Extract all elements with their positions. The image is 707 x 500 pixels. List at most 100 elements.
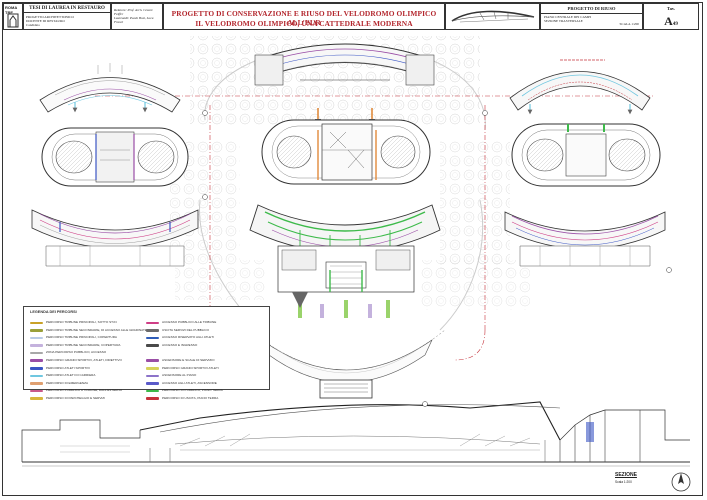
legend-swatch — [30, 336, 43, 340]
relatore-line: Relatore: Prof. Arch. Cesare Feiffer — [114, 8, 153, 16]
left-middle-oval-plan — [41, 127, 189, 187]
left-lower-arc-plan — [31, 209, 199, 267]
relatori-block: Relatore: Prof. Arch. Cesare Feiffer Lau… — [111, 3, 163, 30]
legend-box: LEGENDA DEI PERCORSI PERCORSO TRIBUNE PR… — [23, 306, 270, 401]
logo-text: ROMA TRE — [5, 5, 18, 15]
title-block: PROGETTO DI CONSERVAZIONE E RIUSO DEL VE… — [163, 3, 445, 30]
legend-label: PERCORSO ATLETI DI CARRIERA — [46, 373, 96, 378]
legend-label: PERCORSO TRIBUNE SECONDARIE, DI ACCESSO … — [46, 327, 147, 332]
legend-swatch — [30, 397, 43, 401]
legend-swatch — [30, 329, 43, 332]
legend-swatch — [146, 321, 159, 325]
legend-item: PERCORSO GRANDI SPORTIVI, ATLETI, DIRETT… — [30, 357, 147, 365]
section-title: SEZIONE — [615, 472, 637, 478]
legend-swatch — [146, 397, 159, 401]
legend-swatch — [146, 344, 159, 347]
legend-item: ACCESSO PUBBLICO ALLE TRIBUNE — [146, 319, 223, 327]
legend-swatch — [30, 389, 43, 393]
legend-swatch — [146, 389, 159, 393]
thesis-lines: PROGETTO ARCHITETTONICO DOCENTE DI RESTA… — [26, 15, 74, 27]
legend-swatch — [30, 367, 43, 370]
legend-item: ACCESSO RISERVATO AGLI ATLETI — [146, 334, 223, 342]
tavola-letter: A — [664, 14, 673, 28]
center-oval-plan — [261, 119, 431, 185]
legend-label: PERCORSO DI EMERGENZA — [46, 380, 89, 385]
left-upper-arc-plan — [39, 63, 181, 113]
right-lower-arc-plan — [504, 211, 666, 267]
sheet-number-block: Tav. A49 — [643, 3, 699, 30]
cross-section — [21, 401, 690, 467]
legend-item: PERCORSO TRIBUNE SECONDARIE, COPERTURA — [30, 342, 147, 350]
legend-label: PERCORSO GRANDI SPORTIVI, ATLETI, DIRETT… — [46, 358, 122, 363]
legend-item: ASCENSORE AL PIANO — [146, 372, 223, 380]
project-subtitle: IL VELODROMO OLIMPICO, UNA CATTEDRALE MO… — [195, 19, 413, 28]
legend-label: ACCESSO E INGRESSO — [162, 342, 198, 347]
velodrome-sketch-icon — [451, 10, 535, 23]
legend-label: PERCORSO GRANDI SPORTIVI ATLETI — [162, 365, 219, 370]
laureandi-line: Laureandi: Paolo Busi, Luca Franci — [114, 16, 154, 24]
legend-swatch — [146, 329, 159, 332]
north-arrow-icon — [671, 472, 691, 492]
legend-label: USCITA SERVIZI DEL PUBBLICO — [162, 327, 210, 332]
legend-item: PERCORSO ATLETI DI CARRIERA — [30, 372, 147, 380]
site-landscape — [170, 36, 530, 331]
subject-line: SEZIONE TRASVERSALE — [544, 19, 583, 23]
title-sketch — [445, 3, 540, 30]
sheet-subject: PROGETTO DI RIUSO PIANO CENTRALE DEI CAM… — [540, 3, 643, 30]
legend-swatch — [30, 344, 43, 347]
section-scale: Scala 1:200 — [615, 480, 632, 484]
legend-item: PERCORSO DI PUBBLICO, PIANO TERRA — [146, 387, 223, 395]
legend-swatch — [146, 336, 159, 340]
legend-item: PERCORSO GRANDI SPORTIVI ATLETI — [146, 365, 223, 373]
legend-item: USCITA SERVIZI DEL PUBBLICO — [146, 327, 223, 335]
legend-label: ASCENSORE E SCALE DI SERVIZIO — [162, 358, 215, 363]
legend-swatch — [30, 382, 43, 385]
logo-mark-icon — [7, 13, 19, 28]
university-logo: ROMA TRE — [3, 3, 23, 30]
legend-column-right: ACCESSO PUBBLICO ALLE TRIBUNE USCITA SERV… — [146, 319, 223, 403]
center-bottom-arc-plan — [249, 329, 446, 399]
legend-swatch — [146, 359, 159, 363]
subject-scale: SCALA 1:200 — [619, 22, 640, 26]
legend-label: PERCORSO TRIBUNE SECONDARIE, COPERTURA — [46, 342, 121, 347]
legend-label: ACCESSO PUBBLICO ALLE TRIBUNE — [162, 320, 217, 325]
subject-header: PROGETTO DI RIUSO — [541, 4, 642, 14]
legend-label: PERCORSO TRIBUNE PRINCIPALI, SOTTO ST.IN — [46, 320, 117, 325]
legend-item: PERCORSO DI EMERGENZA — [30, 380, 147, 388]
center-upper-arc-plan — [254, 43, 435, 126]
thesis-heading: TESI DI LAUREA IN RESTAURO — [24, 6, 110, 13]
subject-line: PIANO CENTRALE DEI CAMPI — [544, 15, 591, 19]
legend-title: LEGENDA DEI PERCORSI — [30, 310, 77, 314]
center-lower-main-plan — [249, 204, 441, 318]
drawing-frame — [2, 2, 703, 496]
right-upper-arc-plan — [509, 59, 651, 115]
legend-label: PERCORSO TRIBUNE PRINCIPALI, COPERTURA — [46, 335, 117, 340]
plan-drawing — [21, 36, 690, 467]
legend-swatch — [146, 352, 159, 355]
thesis-line: PROGETTO ARCHITETTONICO — [26, 15, 74, 19]
legend-label: ACCESSO RISERVATO AGLI ATLETI — [162, 335, 214, 340]
project-title: PROGETTO DI CONSERVAZIONE E RIUSO DEL VE… — [171, 9, 437, 27]
legend-label: PERCORSO DI PARCHEGGIO E SERVIZI — [46, 396, 106, 401]
legend-item: PERCORSO PUBBLICO A TRIBUNE, DALL'ESTERN… — [30, 387, 147, 395]
legend-label: PERCORSO DI USCITA, PIANO TERRA — [162, 396, 219, 401]
thesis-line: DOCENTE DI RESTAURO — [26, 19, 65, 23]
legend-item: ASCENSORE E SCALE DI SERVIZIO — [146, 357, 223, 365]
legend-item: PERCORSO ATLETI SPORTIVI — [30, 365, 147, 373]
legend-label: PERCORSO ATLETI SPORTIVI — [46, 365, 90, 370]
thesis-line: Candidato — [26, 23, 40, 27]
legend-item: PERCORSO TRIBUNE PRINCIPALI, SOTTO ST.IN — [30, 319, 147, 327]
tavola-label: Tav. — [666, 6, 676, 11]
legend-label: PERCORSO PUBBLICO A TRIBUNE, DALL'ESTERN… — [46, 388, 123, 393]
legend-label: ACCESSO AGLI ATLETI, ASCENSORE — [162, 380, 217, 385]
tavola-digits: 49 — [672, 22, 678, 27]
right-middle-oval-plan — [511, 123, 661, 187]
legend-item — [146, 349, 223, 357]
legend-swatch — [146, 374, 159, 378]
legend-item: PERCORSO TRIBUNE PRINCIPALI, COPERTURA — [30, 334, 147, 342]
section-markers — [202, 110, 672, 407]
legend-label: PERCORSO DI PUBBLICO, PIANO TERRA — [162, 388, 223, 393]
legend-swatch — [30, 359, 43, 363]
legend-swatch — [146, 367, 159, 370]
legend-swatch — [30, 321, 43, 325]
